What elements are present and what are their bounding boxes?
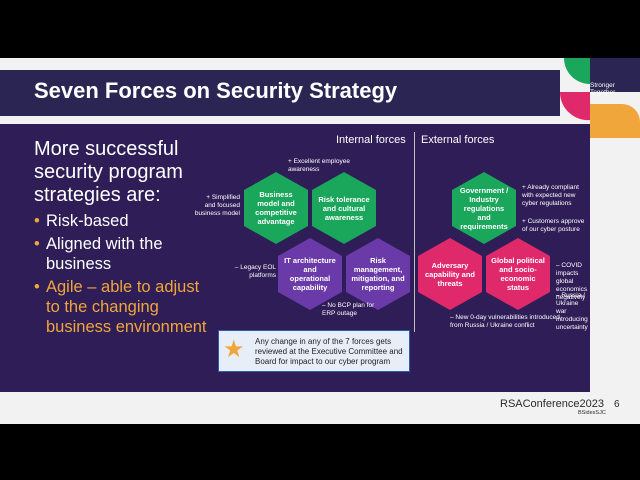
hex-it-architecture: IT architecture and operational capabili… [278,238,342,310]
note-simplified: + Simplified and focused business model [194,194,240,217]
hex-business-model: Business model and competitive advantage [244,172,308,244]
bullet-aligned: Aligned with the business [34,234,209,274]
bullet-agile: Agile – able to adjust to the changing b… [34,277,209,337]
hex-adversary-capability: Adversary capability and threats [418,238,482,310]
divider-line [414,132,415,332]
note-compliant: + Already compliant with expected new cy… [522,184,579,207]
note-legacy: – Legacy EOL platforms [234,264,276,279]
footer-sub: BSidesSJC [578,410,606,416]
note-vulnerabilities: – New 0-day vulnerabilities introduced f… [450,314,560,329]
callout-text: Any change in any of the 7 forces gets r… [255,337,403,366]
slide-body: More successful security program strateg… [0,124,590,392]
note-covid: – COVID impacts global economics negativ… [556,262,588,301]
note-customers: + Customers approve of our cyber posture [522,218,585,233]
slide: Seven Forces on Security Strategy Strong… [0,58,640,424]
lead-text: More successful security program strateg… [34,138,183,206]
hex-global-political: Global political and socio-economic stat… [486,238,550,310]
external-forces-header: External forces [421,134,495,146]
stronger-together-label: Stronger Together [590,82,616,96]
note-bcp: – No BCP plan for ERP outage [322,302,375,317]
page-number: 6 [614,399,620,410]
note-russia: – Russia / Ukraine war introducing uncer… [556,292,588,331]
strategy-list: More successful security program strateg… [34,138,209,340]
footer-brand: RSAConference2023 [500,398,604,410]
callout-box: ★ Any change in any of the 7 forces gets… [218,330,410,372]
title-bar: Seven Forces on Security Strategy [0,70,580,116]
internal-forces-header: Internal forces [336,134,406,146]
note-employee: + Excellent employee awareness [288,158,350,173]
hex-government-regulations: Government / Industry regulations and re… [452,172,516,244]
hex-risk-tolerance: Risk tolerance and cultural awareness [312,172,376,244]
hex-risk-management: Risk management, mitigation, and reporti… [346,238,410,310]
star-icon: ★ [223,336,245,363]
bullet-risk-based: Risk-based [34,211,209,231]
slide-title: Seven Forces on Security Strategy [34,78,398,103]
